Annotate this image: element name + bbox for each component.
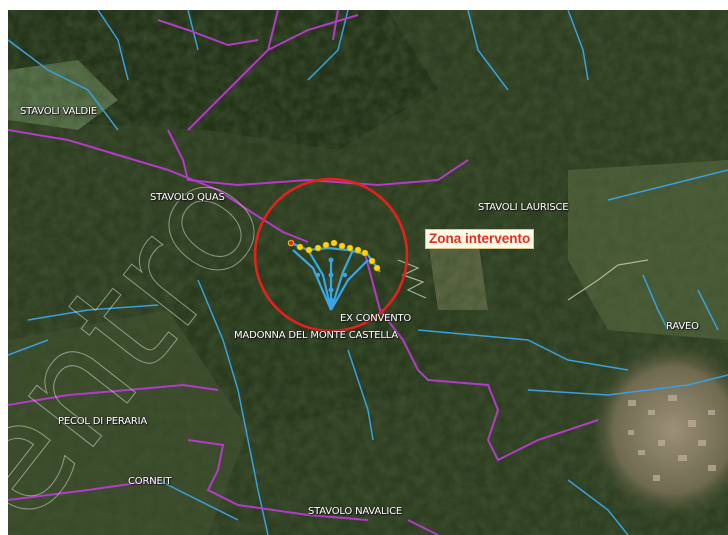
stream-network <box>8 10 728 535</box>
label-corneit: CORNEIT <box>128 476 172 487</box>
label-pecol: PECOL DI PERARIA <box>58 416 148 427</box>
label-stavoli-valdie: STAVOLI VALDIE <box>20 106 97 117</box>
intervention-drainage <box>290 241 381 311</box>
switchbacks <box>397 259 649 301</box>
label-stavolo-navalice: STAVOLO NAVALICE <box>308 506 403 517</box>
label-ex-convento: EX CONVENTO <box>340 313 412 324</box>
start-point <box>288 240 294 246</box>
aerial-map: entro STAVOLI VALDIE STAVOLO QUAS STAVOL… <box>8 10 728 535</box>
zona-circle <box>253 177 409 333</box>
zona-intervento-label: Zona intervento <box>425 229 535 249</box>
label-madonna: MADONNA DEL MONTE CASTELLA <box>234 330 398 341</box>
raveo-village <box>588 340 728 520</box>
raveo-buildings <box>628 395 716 481</box>
label-raveo: RAVEO <box>666 321 699 332</box>
map-canvas: entro <box>8 10 728 535</box>
label-stavoli-laurisce: STAVOLI LAURISCE <box>478 202 569 213</box>
road-network <box>8 10 599 535</box>
drainage-nodes <box>315 257 348 303</box>
label-stavolo-quas: STAVOLO QUAS <box>150 192 225 203</box>
